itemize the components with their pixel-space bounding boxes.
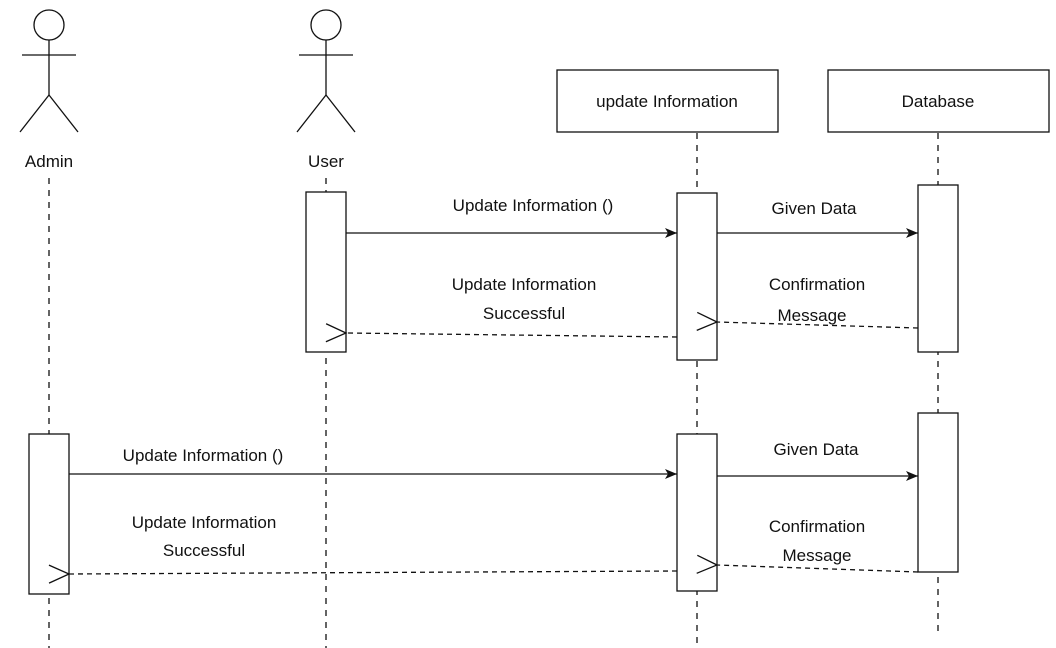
user-label: User <box>308 152 344 171</box>
message-user-update-information: Update Information () <box>346 196 677 238</box>
database-box: Database <box>827 69 1050 133</box>
message-label: Confirmation <box>769 517 865 536</box>
message-success-user: Update Information Successful <box>325 275 678 343</box>
message-label: Update Information () <box>453 196 614 215</box>
admin-actor-icon <box>19 9 79 133</box>
message-label: Successful <box>483 304 565 323</box>
message-label: Given Data <box>773 440 859 459</box>
message-label: Given Data <box>771 199 857 218</box>
database-activation-bar-2 <box>917 412 959 573</box>
message-label: Update Information <box>452 275 597 294</box>
message-label: Update Information <box>132 513 277 532</box>
message-success-admin: Update Information Successful <box>48 513 678 584</box>
message-label: Successful <box>163 541 245 560</box>
message-confirmation-2: Confirmation Message <box>696 517 919 574</box>
admin-activation-bar <box>28 433 70 595</box>
message-label: Message <box>778 306 847 325</box>
update-information-title: update Information <box>596 92 738 111</box>
update-activation-bar-2 <box>676 433 718 592</box>
user-activation-bar <box>305 191 347 353</box>
message-confirmation-1: Confirmation Message <box>696 275 919 331</box>
message-admin-update-information: Update Information () <box>69 446 677 479</box>
database-title: Database <box>902 92 975 111</box>
message-given-data-2: Given Data <box>717 440 918 481</box>
message-label: Message <box>783 546 852 565</box>
update-activation-bar-1 <box>676 192 718 361</box>
message-label: Confirmation <box>769 275 865 294</box>
database-activation-bar-1 <box>917 184 959 353</box>
message-given-data-1: Given Data <box>717 199 918 238</box>
message-label: Update Information () <box>123 446 284 465</box>
user-actor-icon <box>296 9 356 133</box>
admin-label: Admin <box>25 152 73 171</box>
update-information-box: update Information <box>556 69 779 133</box>
